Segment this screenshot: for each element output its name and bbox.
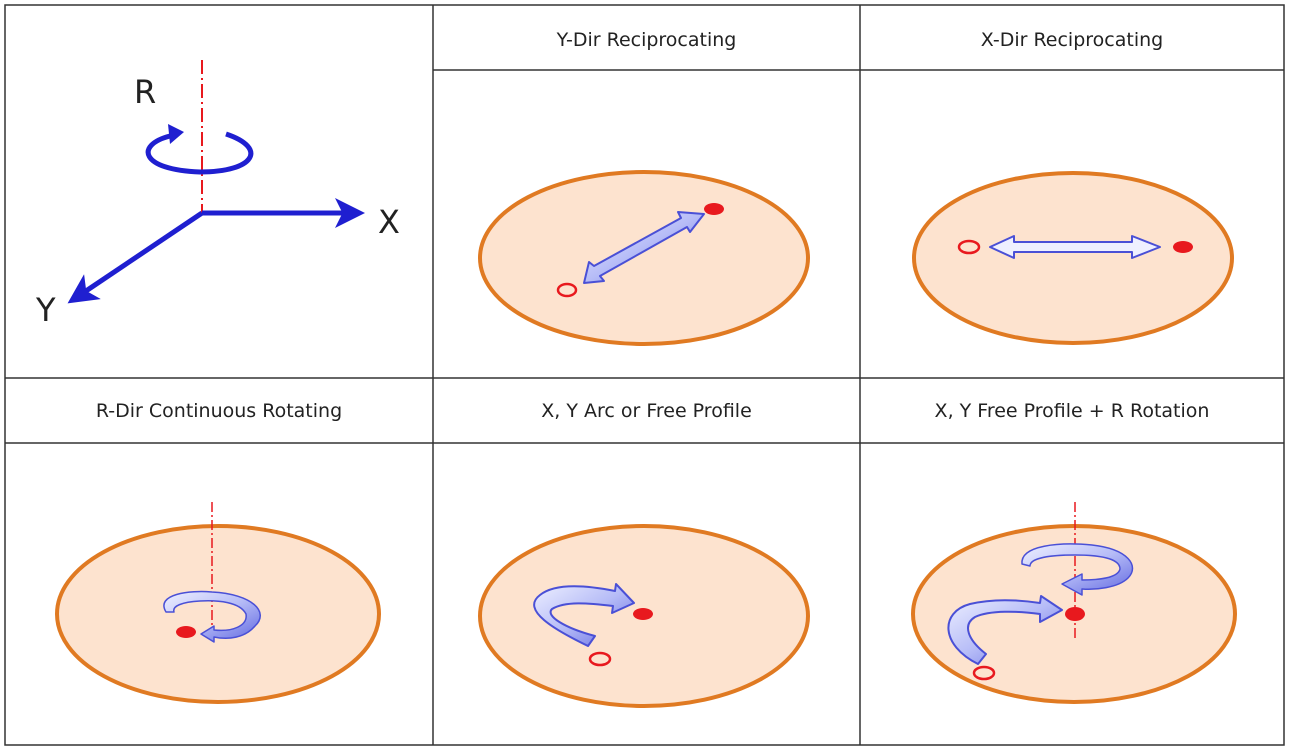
r-dir-diagram xyxy=(55,502,381,704)
end-point-icon xyxy=(1173,241,1193,253)
r-dir-title: R-Dir Continuous Rotating xyxy=(95,400,343,422)
plate xyxy=(478,170,810,346)
end-point-icon xyxy=(1065,607,1085,621)
double-arrow-icon xyxy=(583,211,705,284)
curved-arrow-icon xyxy=(163,590,261,643)
curved-arrow-icon xyxy=(533,583,635,647)
table-grid xyxy=(4,4,1285,746)
free-r-diagram xyxy=(911,502,1237,704)
end-point-icon xyxy=(176,626,196,638)
start-point-icon xyxy=(588,651,612,667)
axis-legend xyxy=(67,60,365,304)
r-axis-label: R xyxy=(134,73,157,111)
x-dir-diagram xyxy=(912,171,1234,345)
plate xyxy=(912,171,1234,345)
rotation-arrow-icon xyxy=(145,131,254,175)
rotation-arrow-head xyxy=(168,124,184,144)
double-arrow-icon xyxy=(989,235,1161,259)
start-point-icon xyxy=(556,282,578,298)
end-point-icon xyxy=(704,203,724,215)
x-axis-label: X xyxy=(378,203,400,241)
x-dir-title: X-Dir Reciprocating xyxy=(980,29,1164,51)
end-point-icon xyxy=(633,608,653,620)
plate xyxy=(55,524,381,704)
y-axis-label: Y xyxy=(36,291,56,329)
arc-title: X, Y Arc or Free Profile xyxy=(541,400,752,422)
free-r-title: X, Y Free Profile + R Rotation xyxy=(934,400,1210,422)
y-dir-diagram xyxy=(478,170,810,346)
start-point-icon xyxy=(972,665,996,681)
start-point-icon xyxy=(957,239,981,255)
y-dir-title: Y-Dir Reciprocating xyxy=(556,29,737,51)
y-axis-arrow xyxy=(67,210,204,304)
curved-arrow-icon xyxy=(1021,543,1134,596)
curved-arrow-icon xyxy=(947,595,1063,665)
arc-diagram xyxy=(478,524,810,708)
